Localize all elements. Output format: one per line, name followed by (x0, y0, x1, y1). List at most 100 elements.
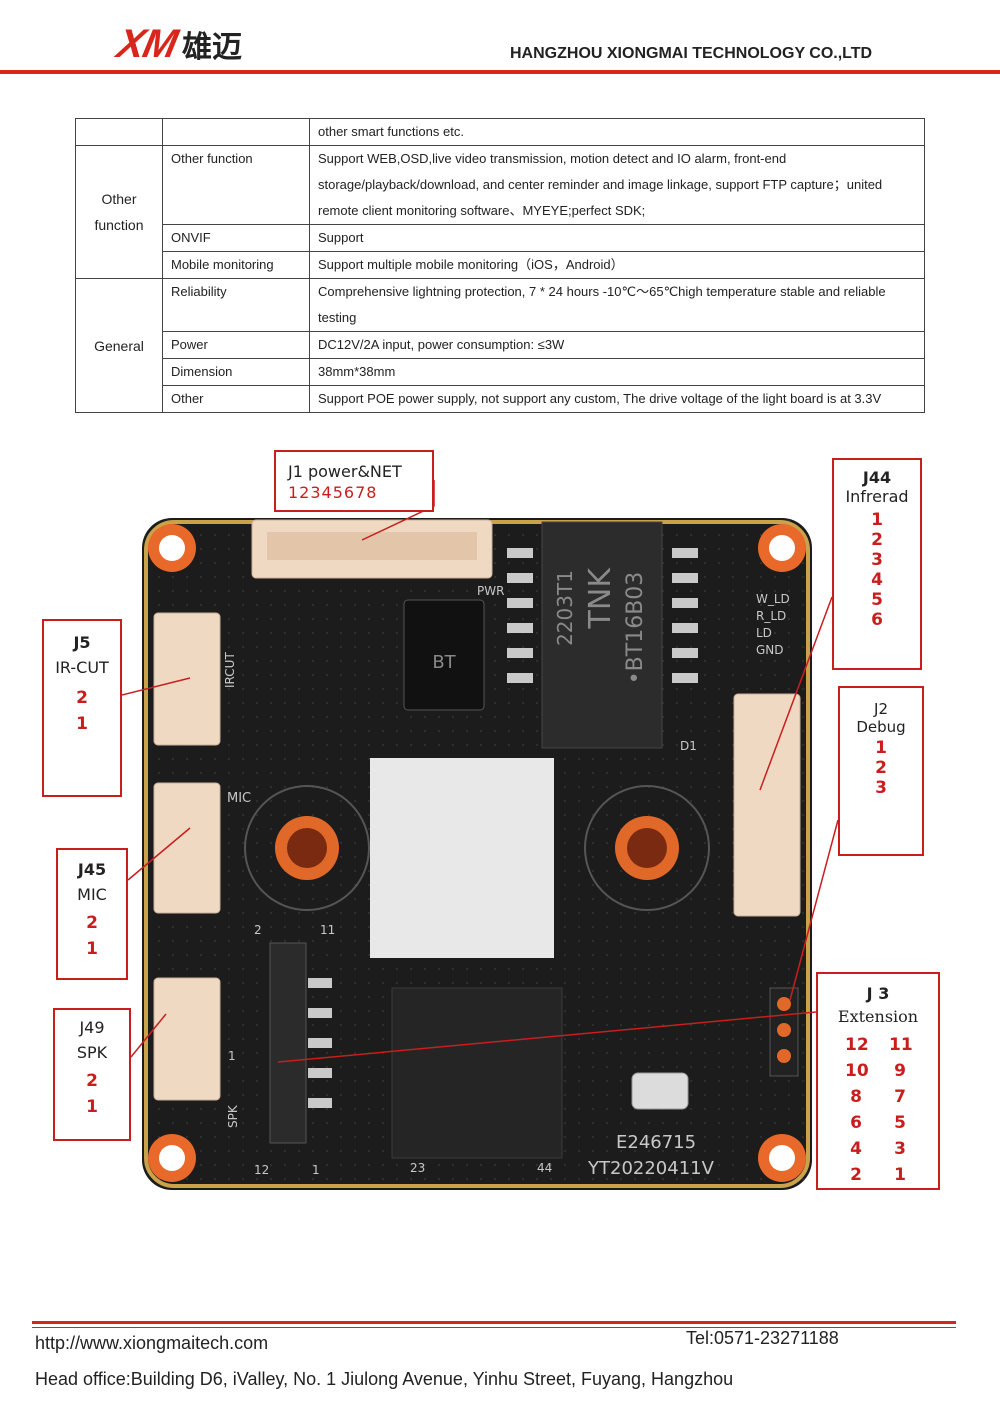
spec-table: other smart functions etc. Other functio… (75, 118, 925, 413)
pin-pair: 2 1 (818, 1162, 938, 1188)
j49-connector (153, 977, 221, 1101)
silk-label: MIC (227, 791, 251, 806)
group-general-cell: General (75, 278, 163, 413)
row-label-power: Power (162, 331, 310, 359)
pin-number: 11 (889, 1035, 913, 1055)
pin-number: 9 (894, 1061, 906, 1081)
silk-label: 11 (320, 923, 335, 937)
leader-line-j3 (277, 1011, 817, 1063)
j2-connector (733, 693, 801, 917)
footer-divider (32, 1321, 956, 1324)
callout-title: J 3 (866, 984, 890, 1003)
table-row: Other function Other function Support WE… (75, 145, 925, 279)
silk-label: SPK (226, 1104, 240, 1128)
network-transformer: TNK 2203T1 •BT16B03 (541, 521, 663, 749)
table-cell: other smart functions etc. (309, 118, 925, 146)
callout-title: J2 (874, 700, 888, 718)
telephone: Tel:0571-23271188 (686, 1328, 839, 1348)
pin-number: 3 (894, 1139, 906, 1159)
silk-label: YT20220411V (587, 1158, 715, 1179)
callout-j2: J2 Debug 1 2 3 (838, 686, 924, 856)
pin-number: 6 (871, 610, 883, 630)
mounting-hole (758, 1134, 806, 1182)
callout-subtitle: Debug (856, 718, 906, 736)
pin-pair: 8 7 (818, 1084, 938, 1110)
pin-number: 1 (894, 1165, 906, 1185)
pin-number: 4 (871, 570, 883, 590)
silk-label: R_LD (756, 609, 786, 623)
transformer-marking: 2203T1 (553, 570, 577, 646)
callout-subtitle: MIC (77, 885, 107, 904)
company-logo: XM 雄迈 (113, 22, 242, 66)
row-label-reliability: Reliability (162, 278, 310, 332)
row-value-other: Support POE power supply, not support an… (309, 385, 925, 413)
silk-label: 44 (537, 1161, 552, 1175)
pin-number: 2 (86, 1071, 98, 1091)
callout-subtitle: Infrerad (845, 487, 909, 506)
callout-j5: J5 IR-CUT 2 1 (42, 619, 122, 797)
pin-number: 2 (871, 530, 883, 550)
mounting-hole (758, 524, 806, 572)
pin-number: 7 (894, 1087, 906, 1107)
leader-line-j45 (127, 827, 191, 881)
callout-j3: J 3 Extension 12 11 10 9 8 7 6 5 4 3 2 1 (816, 972, 940, 1190)
value-line: storage/playback/download, and center re… (318, 177, 883, 192)
value-line: Comprehensive lightning protection, 7 * … (318, 284, 886, 299)
diode-marking: BT (432, 652, 456, 673)
pin-number: 1 (86, 1097, 98, 1117)
pin-number: 1 (875, 738, 887, 758)
callout-subtitle: SPK (76, 1043, 108, 1062)
row-value-dimension: 38mm*38mm (309, 358, 925, 386)
group-label-other: Other function (94, 191, 144, 233)
diode-bt: BT (403, 599, 485, 711)
pin-number: 8 (850, 1087, 862, 1107)
table-row: General Reliability Comprehensive lightn… (75, 278, 925, 413)
silk-label: W_LD (756, 592, 790, 606)
silk-label: 2 (254, 923, 262, 937)
pin-pair: 12 11 (818, 1032, 938, 1058)
leader-line-j5 (121, 677, 191, 696)
silk-label: 1 (312, 1163, 320, 1177)
callout-subtitle: Extension (837, 1007, 919, 1026)
pin-pair: 4 3 (818, 1136, 938, 1162)
lens-mount-hole (584, 785, 710, 911)
pin-number: 4 (850, 1139, 862, 1159)
row-value-reliability: Comprehensive lightning protection, 7 * … (309, 278, 925, 332)
silk-label: 1 (228, 1049, 236, 1063)
callout-title: J44 (862, 468, 892, 487)
leader-line-j49 (130, 1013, 167, 1058)
row-label-other: Other (162, 385, 310, 413)
pin-number: 3 (871, 550, 883, 570)
row-value-mobile: Support multiple mobile monitoring（iOS，A… (309, 251, 925, 279)
table-row: Mobile monitoring Support multiple mobil… (76, 251, 925, 279)
footer-divider (32, 1327, 956, 1328)
head-office-address: Head office:Building D6, iValley, No. 1 … (35, 1369, 734, 1389)
pin-pair: 6 5 (818, 1110, 938, 1136)
pin-number: 3 (875, 778, 887, 798)
silk-label: D1 (680, 739, 697, 753)
website-link[interactable]: http://www.xiongmaitech.com (35, 1333, 269, 1353)
pin-number: 12 (845, 1035, 869, 1055)
row-value-power: DC12V/2A input, power consumption: ≤3W (309, 331, 925, 359)
logo-chinese-name: 雄迈 (182, 30, 242, 65)
callout-j49: J49 SPK 2 1 (53, 1008, 131, 1141)
shield-area (370, 758, 554, 958)
silk-label: 23 (410, 1161, 425, 1175)
mounting-hole (148, 524, 196, 572)
crystal-oscillator (631, 1072, 689, 1110)
silk-label: PWR (477, 584, 504, 598)
j3-header (769, 987, 799, 1077)
silk-label: GND (756, 643, 784, 657)
callout-j1: J1 power&NET 12345678 (274, 450, 434, 512)
pin-number: 2 (850, 1165, 862, 1185)
pin-number: 1 (76, 714, 88, 734)
pin-number: 2 (86, 913, 98, 933)
silk-label: IRCUT (223, 652, 237, 688)
pin-number: 2 (76, 688, 88, 708)
silk-label: 12 (254, 1163, 269, 1177)
table-row: Dimension 38mm*38mm (76, 358, 925, 386)
pin-pair: 10 9 (818, 1058, 938, 1084)
row-label-other-function: Other function (162, 145, 310, 225)
pin-number: 5 (894, 1113, 906, 1133)
main-soc (391, 987, 563, 1159)
